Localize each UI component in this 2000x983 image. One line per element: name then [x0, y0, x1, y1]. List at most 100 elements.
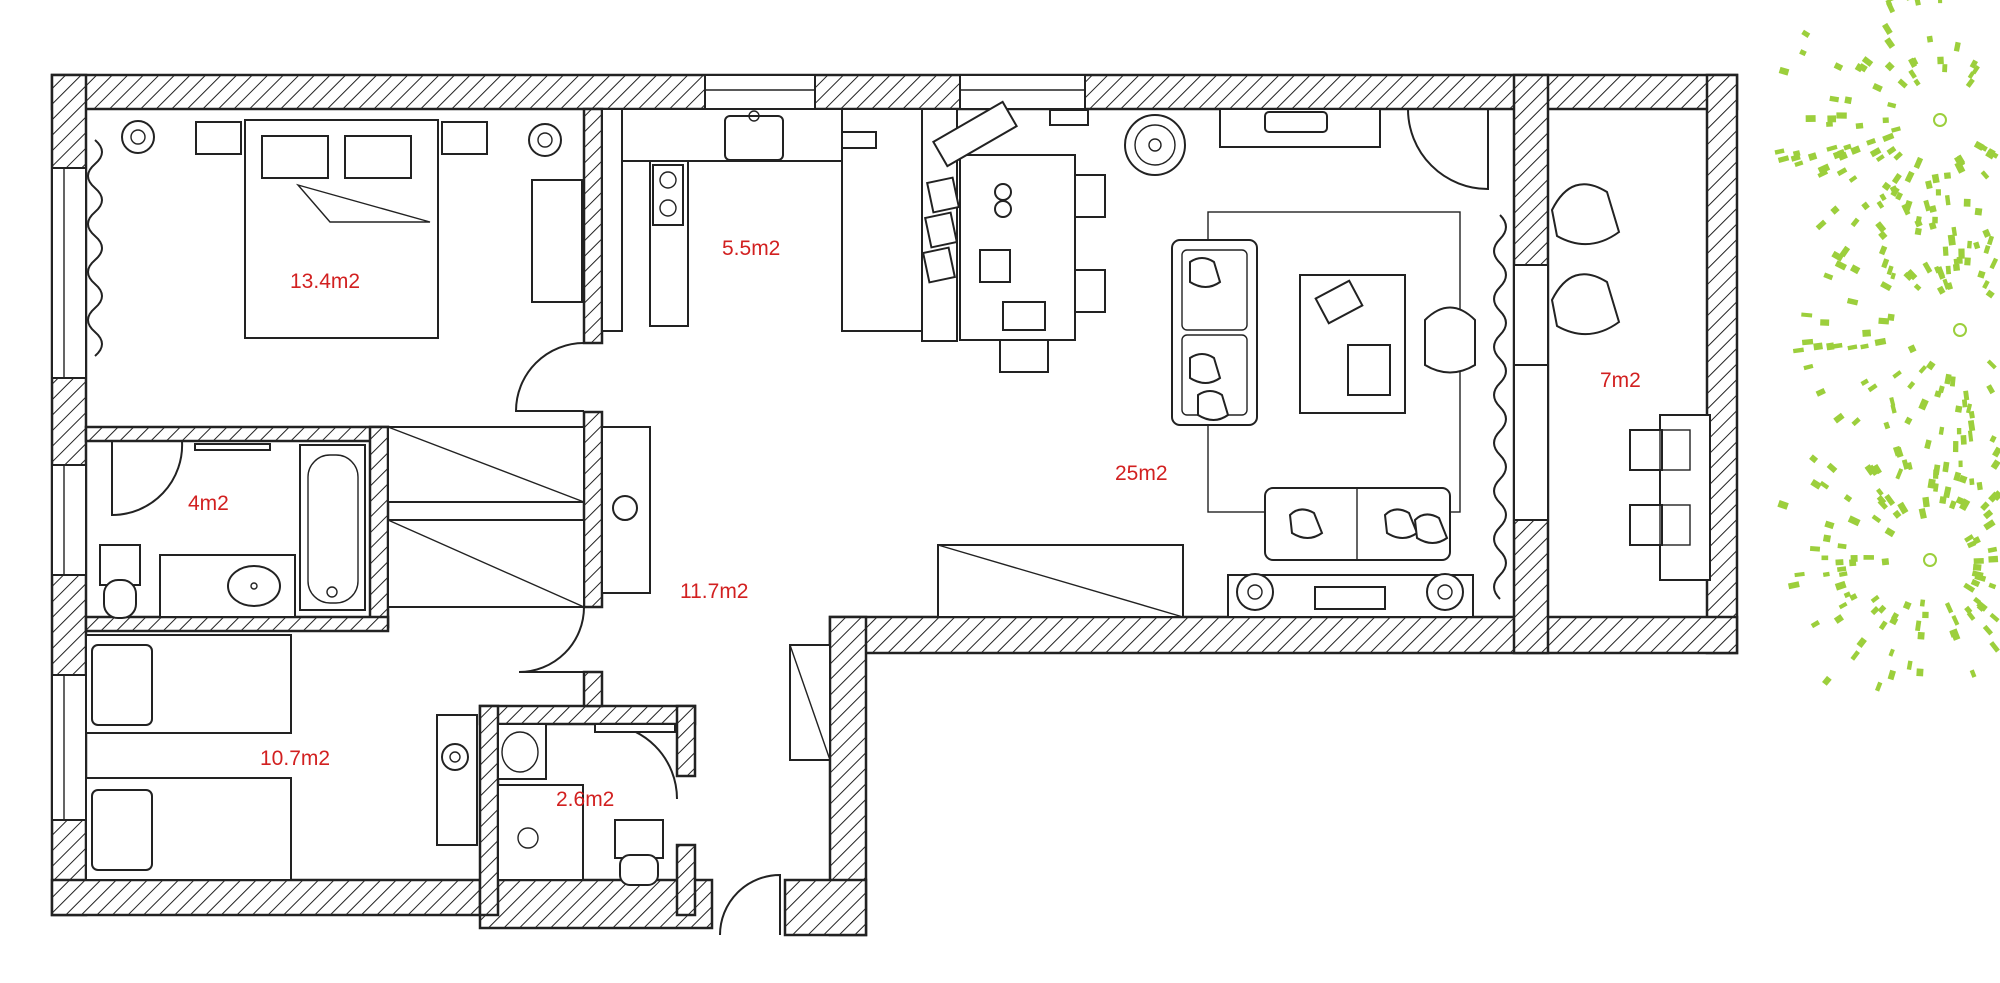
leaf-mark: [1878, 620, 1888, 631]
leaf-mark: [1913, 78, 1921, 87]
leaf-mark: [1821, 555, 1829, 561]
leaf-mark: [1832, 151, 1841, 160]
leaf-mark: [1887, 669, 1896, 681]
leaf-mark: [1901, 203, 1911, 216]
leaf-mark: [1989, 257, 1999, 270]
leaf-mark: [1989, 612, 2000, 623]
leaf-mark: [1850, 650, 1860, 661]
chair: [1550, 183, 1621, 246]
area-label-hallway: 11.7m2: [680, 580, 749, 603]
leaf-mark: [1897, 501, 1909, 515]
leaf-mark: [1967, 420, 1976, 432]
leaf-mark: [1882, 117, 1889, 124]
leaf-mark: [1870, 606, 1880, 616]
bathtub: [299, 444, 366, 611]
leaf-mark: [1942, 246, 1949, 256]
toilet-tank: [614, 819, 664, 859]
leaf-mark: [1888, 648, 1895, 657]
leaf-mark: [1958, 248, 1965, 259]
area-label-bathroom: 4m2: [188, 492, 229, 515]
leaf-mark: [1817, 169, 1829, 178]
leaf-mark: [1869, 147, 1882, 158]
leaf-mark: [1815, 219, 1827, 231]
leaf-mark: [1937, 56, 1944, 65]
leaf-mark: [1824, 520, 1835, 530]
leaf-mark: [1881, 181, 1892, 191]
leaf-mark: [1847, 344, 1858, 351]
leaf-mark: [1963, 390, 1970, 401]
leaf-mark: [1843, 143, 1852, 151]
leaf-mark: [1838, 601, 1848, 610]
leaf-mark: [1964, 534, 1974, 543]
leaf-mark: [1971, 65, 1980, 75]
leaf-mark: [1895, 191, 1903, 201]
leaf-mark: [1903, 271, 1913, 281]
leaf-mark: [1952, 263, 1961, 272]
leaf-mark: [1892, 445, 1903, 457]
leaf-mark: [1949, 376, 1956, 387]
leaf-mark: [1861, 201, 1870, 211]
leaf-mark: [1959, 498, 1971, 512]
leaf-mark: [1861, 56, 1874, 67]
leaf-mark: [1891, 173, 1902, 185]
leaf-mark: [1854, 63, 1864, 73]
leaf-mark: [1875, 154, 1885, 163]
leaf-mark: [1882, 22, 1893, 36]
leaf-mark: [1846, 297, 1859, 306]
leaf-mark: [1923, 199, 1932, 212]
leaf-mark: [1936, 285, 1946, 295]
leaf-mark: [1931, 173, 1940, 184]
chair: [1074, 269, 1106, 313]
leaf-mark: [1892, 370, 1902, 379]
leaf-mark: [1914, 227, 1922, 236]
leaf-mark: [1944, 602, 1954, 614]
area-label-kitchen: 5.5m2: [722, 237, 780, 260]
leaf-mark: [1877, 604, 1887, 614]
leaf-mark: [1879, 193, 1887, 202]
leaf-mark: [1878, 230, 1888, 241]
leaf-mark: [1945, 265, 1952, 275]
leaf-mark: [1967, 430, 1974, 442]
leaf-mark: [1787, 581, 1800, 590]
leaf-mark: [1944, 194, 1951, 206]
leaf-mark: [1822, 675, 1832, 686]
leaf-mark: [1833, 412, 1845, 424]
leaf-mark: [1805, 115, 1816, 122]
leaf-mark: [1965, 78, 1975, 88]
leaf-mark: [1849, 264, 1861, 275]
leaf-mark: [1969, 478, 1975, 486]
leaf-mark: [1958, 460, 1963, 468]
area-label-bedroom: 13.4m2: [290, 270, 360, 293]
leaf-mark: [1969, 669, 1977, 678]
leaf-mark: [1904, 170, 1915, 183]
leaf-mark: [1922, 611, 1929, 619]
leaf-mark: [1974, 573, 1987, 582]
leaf-mark: [1951, 226, 1958, 237]
leaf-mark: [1989, 435, 1997, 443]
leaf-mark: [1980, 170, 1990, 180]
leaf-mark: [1833, 342, 1843, 349]
leaf-mark: [1897, 78, 1908, 89]
leaf-mark: [1810, 479, 1822, 490]
leaf-mark: [1849, 559, 1857, 567]
leaf-mark: [1932, 469, 1939, 479]
leaf-mark: [1801, 29, 1811, 38]
leaf-mark: [1837, 543, 1847, 550]
leaf-mark: [1914, 219, 1923, 228]
leaf-mark: [1835, 559, 1844, 566]
toilet: [619, 854, 659, 886]
hall-closets: [387, 426, 1184, 761]
leaf-mark: [1922, 261, 1933, 274]
leaf-mark: [1942, 64, 1948, 73]
sink: [724, 115, 784, 161]
leaf-mark: [1860, 378, 1869, 387]
leaf-mark: [1826, 121, 1833, 127]
leaf-mark: [1907, 344, 1917, 354]
leaf-mark: [1987, 235, 1995, 246]
area-label-kids-bedroom: 10.7m2: [260, 747, 330, 770]
leaf-mark: [1826, 342, 1835, 351]
master-bedroom-furniture: [87, 119, 583, 357]
leaf-mark: [1968, 410, 1975, 419]
leaf-mark: [1837, 151, 1848, 161]
leaf-mark: [1990, 459, 2000, 470]
